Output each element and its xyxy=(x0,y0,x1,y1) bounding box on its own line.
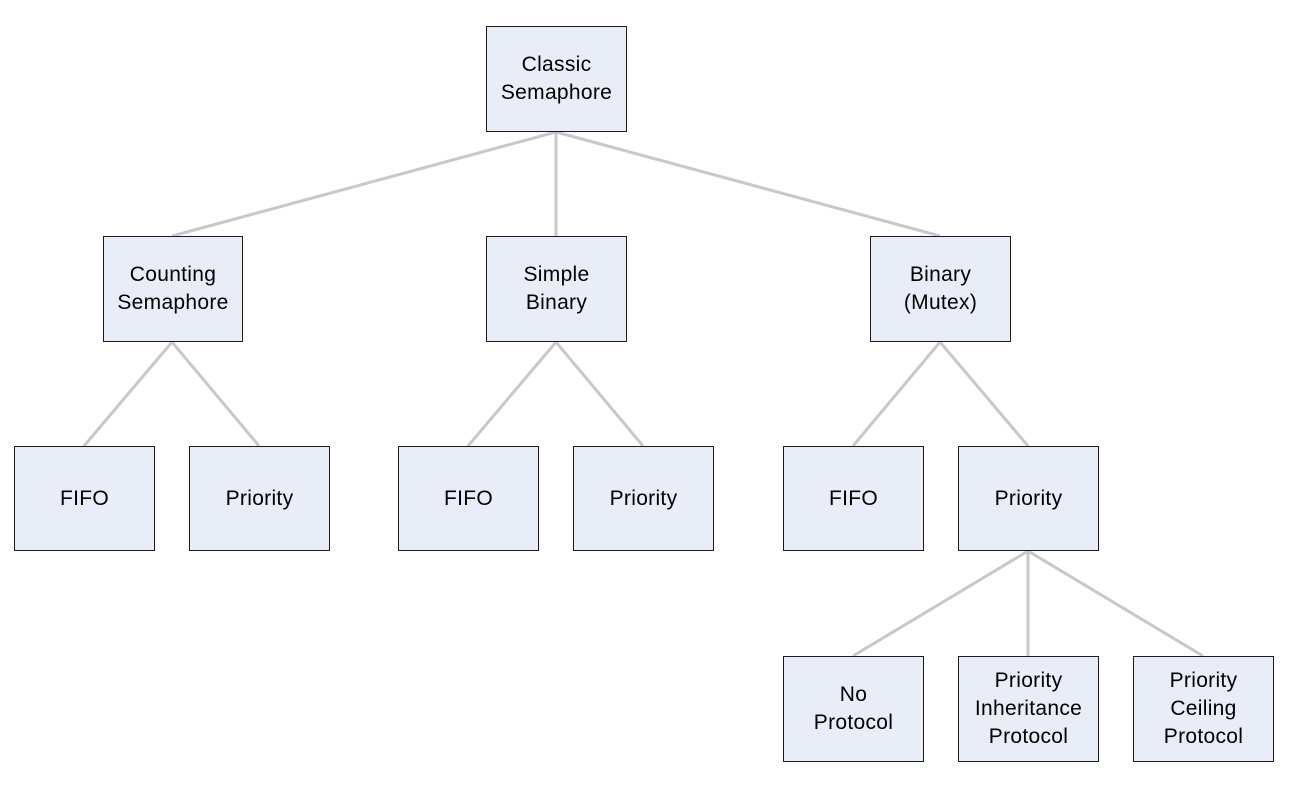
node-label-line: Protocol xyxy=(813,711,894,734)
node-label-line: Semaphore xyxy=(117,291,229,314)
node-label-line: Protocol xyxy=(1163,725,1244,748)
edge-counting-fifo xyxy=(82,341,174,447)
node-no-protocol: No Protocol xyxy=(783,656,924,762)
node-label-line: Binary xyxy=(525,291,588,314)
node-label-line: Protocol xyxy=(988,725,1069,748)
node-label-line: Counting xyxy=(129,263,217,286)
node-priority-ceiling-protocol: Priority Ceiling Protocol xyxy=(1133,656,1274,762)
node-label-line: Classic xyxy=(521,53,592,76)
edge-root-binary xyxy=(555,130,941,238)
node-binary-fifo: FIFO xyxy=(783,446,924,551)
node-binary-mutex: Binary (Mutex) xyxy=(870,236,1011,342)
node-counting-priority: Priority xyxy=(189,446,330,551)
node-label-line: Priority xyxy=(994,669,1063,692)
node-label-line: Priority xyxy=(1169,669,1238,692)
node-simple-fifo: FIFO xyxy=(398,446,539,551)
edge-priority-noprotocol xyxy=(852,549,1029,658)
node-label-line: (Mutex) xyxy=(903,291,978,314)
edge-priority-pcp xyxy=(1027,549,1204,658)
node-label-line: Inheritance xyxy=(974,697,1083,720)
edge-binary-priority xyxy=(938,341,1030,447)
node-label-line: FIFO xyxy=(443,486,494,510)
edge-root-counting xyxy=(171,130,557,238)
node-classic-semaphore: Classic Semaphore xyxy=(486,26,627,132)
node-counting-fifo: FIFO xyxy=(14,446,155,551)
node-label-line: Simple xyxy=(523,263,590,286)
node-label-line: Binary xyxy=(909,263,972,286)
node-label-line: FIFO xyxy=(59,486,110,510)
node-label-line: Priority xyxy=(609,486,678,510)
node-label-line: Ceiling xyxy=(1170,697,1237,720)
node-label-line: No xyxy=(839,683,868,706)
node-label-line: Semaphore xyxy=(500,81,613,104)
node-simple-priority: Priority xyxy=(573,446,714,551)
edge-simple-fifo xyxy=(466,341,558,447)
edge-simple-priority xyxy=(554,341,645,447)
node-priority-inheritance-protocol: Priority Inheritance Protocol xyxy=(958,656,1099,762)
node-label-line: Priority xyxy=(225,486,294,510)
node-binary-priority: Priority xyxy=(958,446,1099,551)
node-label-line: Priority xyxy=(994,486,1063,510)
edge-counting-priority xyxy=(170,341,261,447)
node-simple-binary: Simple Binary xyxy=(486,236,627,342)
node-counting-semaphore: Counting Semaphore xyxy=(103,236,243,342)
edge-binary-fifo xyxy=(851,341,942,447)
node-label-line: FIFO xyxy=(828,486,879,510)
